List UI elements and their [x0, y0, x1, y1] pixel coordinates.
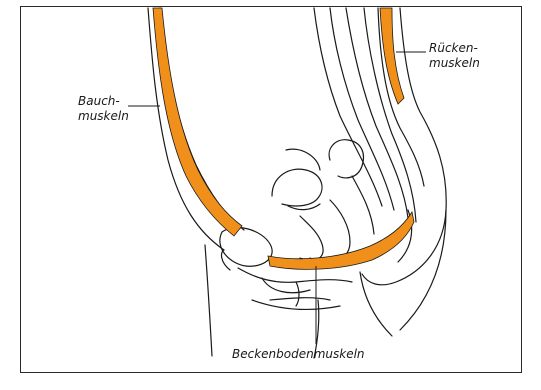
thigh-front-line — [205, 245, 212, 356]
back-muscle — [380, 8, 404, 104]
organ-inner-3 — [352, 176, 374, 234]
thigh-lower-line — [252, 300, 340, 309]
organ-inner — [300, 216, 323, 259]
perineum-line-3 — [270, 298, 330, 300]
label-pelvic-floor-muscles: Beckenbodenmuskeln — [232, 347, 365, 362]
perineum-line-2 — [296, 282, 299, 306]
abdominal-muscle — [153, 8, 242, 236]
pelvic-floor-muscle — [268, 212, 414, 269]
leg-back-line — [360, 272, 392, 336]
femur-head — [220, 228, 272, 267]
bladder — [272, 169, 322, 206]
label-back-muscles: Rücken- muskeln — [429, 41, 480, 71]
spine-line-1 — [314, 8, 382, 206]
pubic-line — [238, 268, 352, 282]
uterus-top — [286, 149, 320, 170]
muscles — [153, 8, 414, 269]
uterus — [329, 140, 363, 178]
label-abdominal-muscles: Bauch- muskeln — [78, 94, 129, 124]
thigh-crease — [222, 250, 230, 270]
organ-inner-2 — [330, 200, 350, 258]
